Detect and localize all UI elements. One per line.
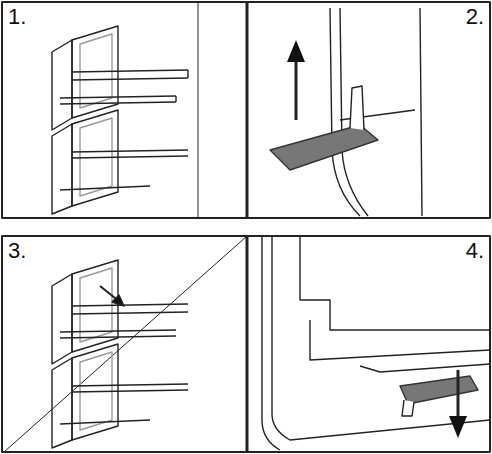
panel-frame xyxy=(2,2,490,218)
panel-divider xyxy=(246,2,249,218)
callout-number: 4. xyxy=(464,240,486,262)
cross-out-line xyxy=(4,236,247,452)
panel-divider xyxy=(246,236,249,452)
panel-divider xyxy=(198,2,199,218)
panel-frame xyxy=(2,236,490,452)
callout-number: 1. xyxy=(6,6,28,28)
door-hinge-detail xyxy=(262,236,490,450)
callout-number: 3. xyxy=(6,240,28,262)
door-hinge-detail xyxy=(270,8,422,216)
door-frames xyxy=(52,26,188,214)
callout-number: 2. xyxy=(464,6,486,28)
door-frames xyxy=(52,260,188,448)
